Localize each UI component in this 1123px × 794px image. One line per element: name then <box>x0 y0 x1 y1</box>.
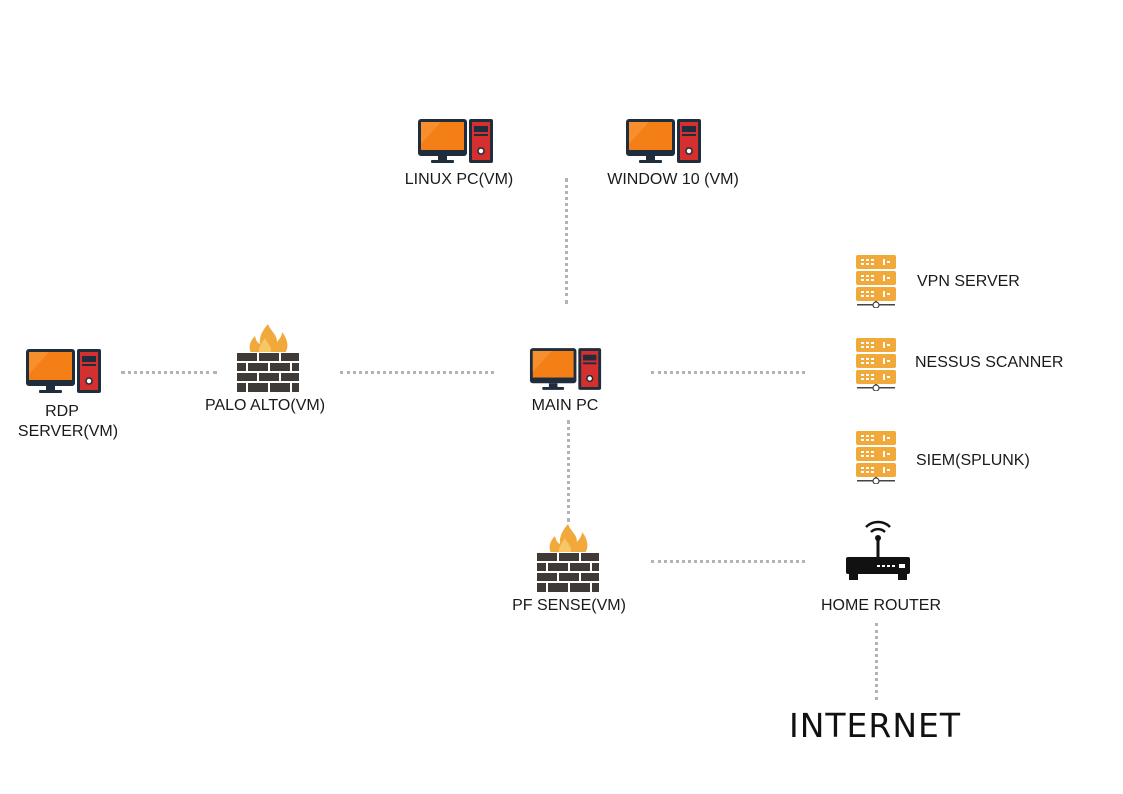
linux-pc-node[interactable] <box>417 118 495 164</box>
palo-alto-node[interactable] <box>235 322 301 394</box>
pfsense-node[interactable] <box>535 522 601 594</box>
home-router-node[interactable] <box>845 518 911 584</box>
nessus-scanner-node[interactable] <box>855 337 897 391</box>
palo-alto-label: PALO ALTO(VM) <box>204 397 326 414</box>
connector-main-to-servers <box>651 371 805 374</box>
siem-node[interactable] <box>855 430 897 484</box>
vpn-server-label: VPN SERVER <box>917 273 1020 290</box>
desktop-pc-icon <box>625 118 703 164</box>
internet-label: INTERNET <box>788 706 962 745</box>
rdp-server-node[interactable] <box>25 348 103 394</box>
rdp-server-label-line1: RDP <box>45 403 79 420</box>
siem-label: SIEM(SPLUNK) <box>916 452 1030 469</box>
connector-paloalto-to-main <box>340 371 494 374</box>
desktop-pc-icon <box>529 346 603 392</box>
connector-rdp-to-paloalto <box>121 371 217 374</box>
main-pc-label: MAIN PC <box>531 397 599 414</box>
windows-pc-label: WINDOW 10 (VM) <box>607 171 739 188</box>
pfsense-label: PF SENSE(VM) <box>512 597 626 614</box>
connector-main-to-pfsense <box>567 420 570 522</box>
wifi-router-icon <box>845 518 911 584</box>
desktop-pc-icon <box>417 118 495 164</box>
firewall-icon <box>235 322 301 394</box>
windows-pc-node[interactable] <box>625 118 703 164</box>
firewall-icon <box>535 522 601 594</box>
connector-windows-to-main <box>565 178 568 304</box>
linux-pc-label: LINUX PC(VM) <box>404 171 514 188</box>
server-icon <box>855 337 897 391</box>
nessus-scanner-label: NESSUS SCANNER <box>915 354 1064 371</box>
desktop-pc-icon <box>25 348 103 394</box>
vpn-server-node[interactable] <box>855 254 897 308</box>
server-icon <box>855 430 897 484</box>
main-pc-node[interactable] <box>529 346 603 392</box>
connector-router-to-internet <box>875 623 878 700</box>
connector-pfsense-to-router <box>651 560 805 563</box>
rdp-server-label-line2: SERVER(VM) <box>17 423 119 440</box>
server-icon <box>855 254 897 308</box>
home-router-label: HOME ROUTER <box>821 597 941 614</box>
